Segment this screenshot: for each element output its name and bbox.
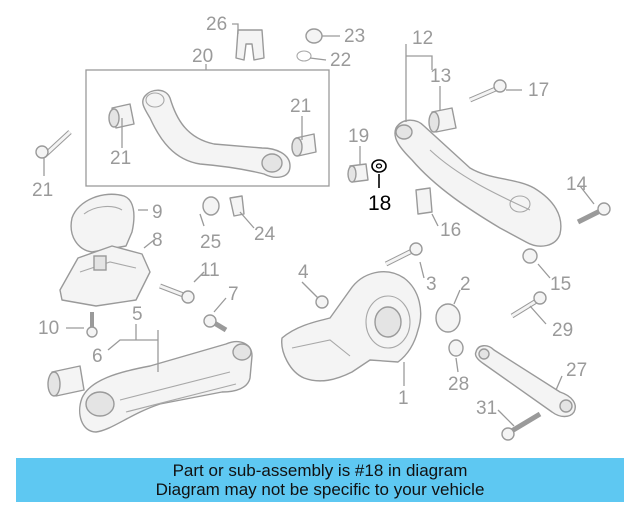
banner-line-1: Part or sub-assembly is #18 in diagram: [172, 461, 468, 480]
callout-22: 21: [32, 180, 53, 201]
callout-18: 18: [368, 192, 391, 215]
callout-17: 17: [528, 80, 549, 101]
bracket-27: [235, 29, 265, 61]
bolt-11: [159, 283, 195, 304]
bolt-30: [510, 291, 547, 319]
callout-16: 16: [440, 220, 461, 241]
callout-11: 11: [200, 260, 220, 281]
callout-25: 24: [254, 224, 276, 245]
cover-9: [70, 193, 135, 253]
callout-23: 22: [330, 50, 351, 71]
callout-12: 12: [412, 28, 433, 49]
callout-26: 25: [200, 232, 221, 253]
callout-1: 1: [398, 388, 409, 409]
callout-28: 27: [566, 360, 587, 381]
knuckle-1: [281, 271, 422, 382]
callout-3: 3: [426, 274, 437, 295]
callout-13: 13: [430, 66, 451, 87]
nut-24: [305, 28, 323, 44]
callout-19: 19: [348, 126, 369, 147]
callout-27: 26: [206, 14, 227, 35]
callout-31: 31: [476, 398, 497, 419]
upper-control-arm: [142, 89, 291, 178]
banner-line-2: Diagram may not be specific to your vehi…: [155, 480, 485, 499]
callout-29: 28: [448, 374, 469, 395]
trailing-arm-5: [78, 340, 253, 433]
callout-14: 14: [566, 174, 588, 195]
bushing-16: [415, 187, 433, 215]
clip-25: [229, 195, 245, 217]
callout-6: 6: [92, 346, 103, 367]
parts-diagram: 26 23 22 20 21 21 21 12 13 17 19 18 16 1…: [32, 14, 611, 441]
callout-21-left: 21: [110, 148, 131, 169]
callout-2: 2: [460, 274, 471, 295]
lower-control-arm-12: [394, 119, 562, 247]
callout-7: 7: [228, 284, 239, 305]
bolt-17: [469, 79, 507, 103]
callout-9: 9: [152, 202, 163, 223]
callout-24: 23: [344, 26, 365, 47]
callout-8: 8: [152, 230, 163, 251]
callout-4: 4: [298, 262, 309, 283]
toe-link-28: [474, 345, 576, 418]
nut-26: [202, 196, 220, 216]
washer-23: [296, 50, 312, 62]
nut-29: [448, 339, 464, 357]
washer-4: [315, 295, 329, 309]
callout-21-right: 21: [290, 96, 311, 117]
bolt-7: [203, 314, 228, 333]
bushing-2: [435, 303, 461, 333]
callout-15: 15: [550, 274, 571, 295]
bolt-10: [86, 312, 98, 338]
callout-10: 10: [38, 318, 59, 339]
washer-18: [371, 159, 387, 173]
callout-20: 20: [192, 46, 213, 67]
bolt-31: [501, 411, 542, 441]
callout-labels: 26 23 22 20 21 21 21 12 13 17 19 18 16 1…: [32, 14, 588, 419]
leader-lines: [43, 23, 595, 427]
mount-bracket-8: [59, 245, 151, 307]
nut-15: [522, 248, 538, 264]
callout-30: 29: [552, 320, 573, 341]
bolt-14: [576, 202, 611, 225]
info-banner: Part or sub-assembly is #18 in diagram D…: [16, 458, 624, 502]
bolt-3: [384, 242, 423, 267]
bolt-22: [35, 130, 72, 159]
callout-5: 5: [132, 304, 143, 325]
upper-arm-group-box: [85, 69, 330, 187]
